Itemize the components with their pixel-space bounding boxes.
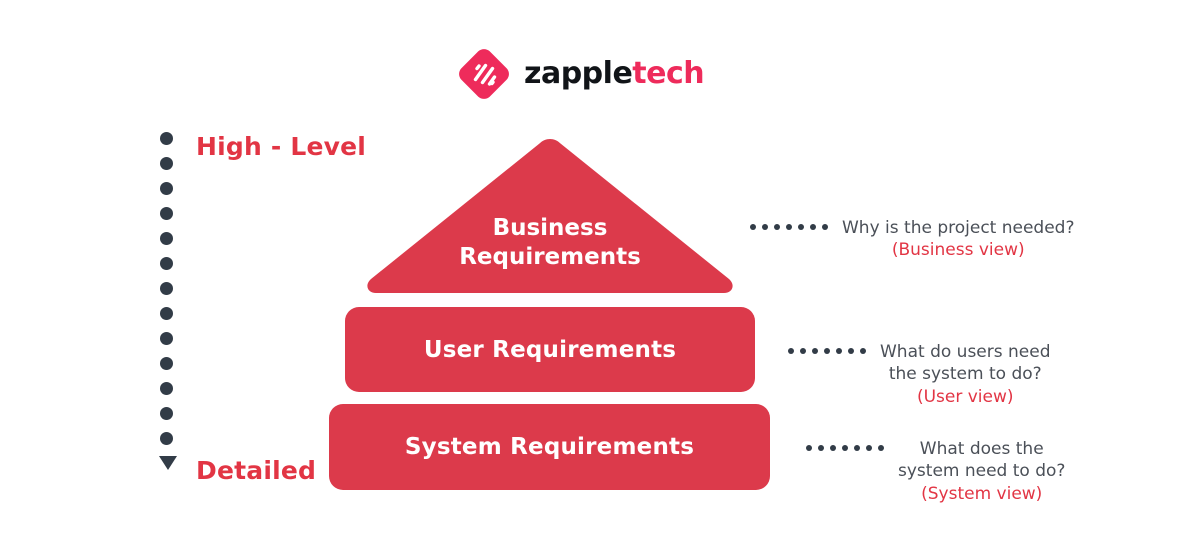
annotation-system-text: What does the system need to do? (System… — [898, 438, 1065, 505]
annotation-system-question-line1: What does the — [919, 439, 1044, 459]
annotation-business-text: Why is the project needed? (Business vie… — [842, 217, 1075, 262]
annotation-user-text: What do users need the system to do? (Us… — [880, 341, 1051, 408]
annotation-business: Why is the project needed? (Business vie… — [750, 217, 1075, 262]
annotation-business-view: (Business view) — [891, 240, 1025, 261]
annotation-user-question-line1: What do users need — [880, 342, 1051, 362]
leader-dots-user — [788, 348, 866, 354]
leader-dots-business — [750, 224, 828, 230]
pyramid-level-user[interactable]: User Requirements — [345, 307, 755, 392]
scale-dot — [160, 132, 173, 145]
scale-dot — [160, 332, 173, 345]
scale-dot — [160, 407, 173, 420]
scale-dot — [160, 207, 173, 220]
pyramid-level-business[interactable]: Business Requirements — [360, 136, 740, 294]
scale-dot — [160, 382, 173, 395]
pyramid-level-system-label: System Requirements — [404, 434, 695, 460]
annotation-user-question-line2: the system to do? — [888, 364, 1042, 385]
brand-wordmark: zappletech — [524, 56, 705, 91]
scale-label-high-level: High - Level — [196, 132, 367, 161]
leader-dots-system — [806, 445, 884, 451]
brand-word-primary: zapple — [524, 56, 633, 91]
annotation-user-view: (User view) — [916, 386, 1014, 407]
scale-dot — [160, 282, 173, 295]
annotation-business-question: Why is the project needed? — [842, 218, 1075, 238]
scale-dot — [160, 432, 173, 445]
triangle-down-icon — [159, 456, 177, 470]
triangle-shape-icon — [367, 139, 733, 293]
annotation-system: What does the system need to do? (System… — [806, 438, 1065, 505]
scale-dot — [160, 182, 173, 195]
brand-word-accent: tech — [632, 56, 705, 91]
annotation-system-question-line2: system need to do? — [898, 461, 1066, 482]
scale-dot — [160, 357, 173, 370]
scale-dot — [160, 307, 173, 320]
pyramid-level-system[interactable]: System Requirements — [329, 404, 770, 490]
scale-dot — [160, 232, 173, 245]
scale-label-detailed: Detailed — [196, 456, 317, 485]
detail-level-scale — [159, 132, 180, 490]
scale-dot — [160, 257, 173, 270]
annotation-system-view: (System view) — [921, 483, 1043, 504]
scale-dot — [160, 157, 173, 170]
zappletech-logo-icon — [458, 48, 510, 100]
brand-logo: zappletech — [458, 48, 705, 100]
pyramid-level-user-label: User Requirements — [423, 336, 677, 363]
annotation-user: What do users need the system to do? (Us… — [788, 341, 1051, 408]
